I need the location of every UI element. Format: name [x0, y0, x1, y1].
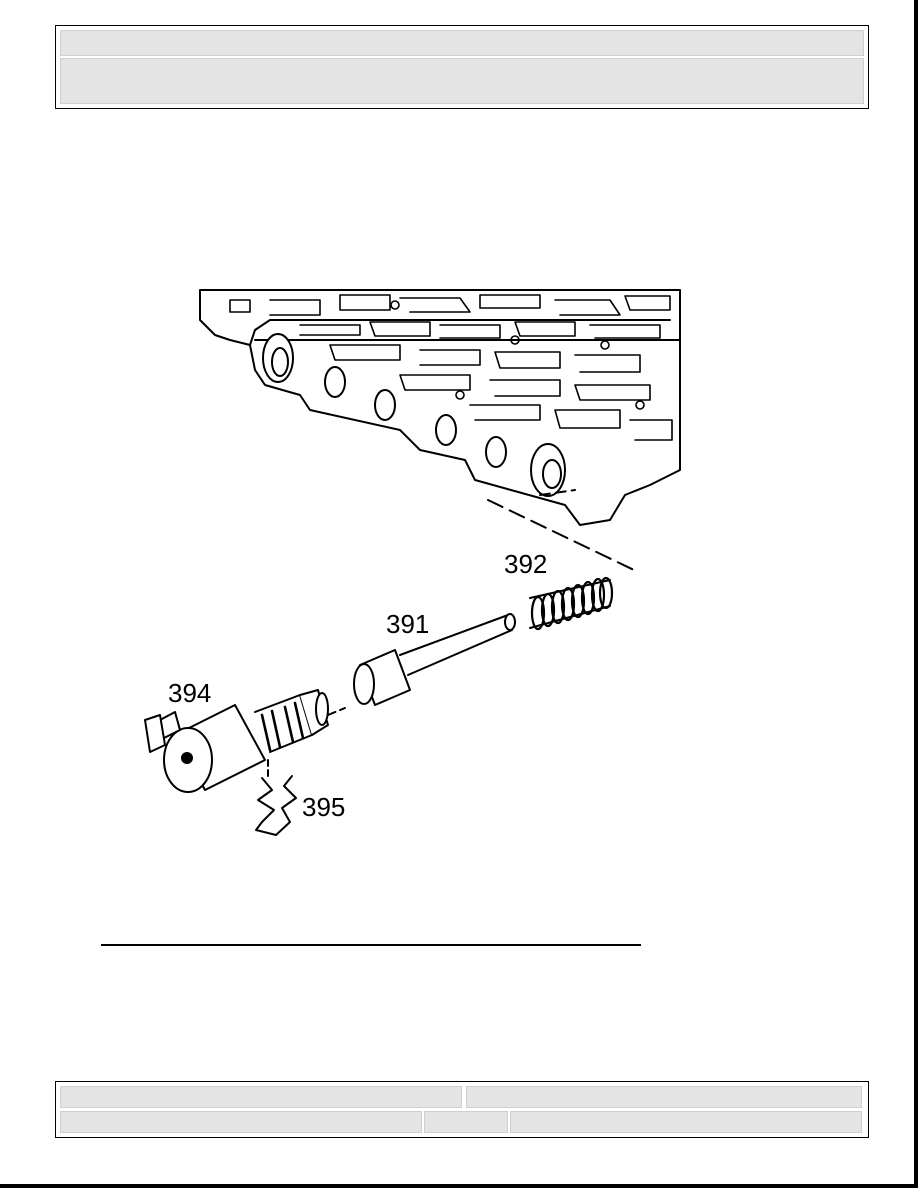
spring-part: [529, 576, 614, 631]
footer-box: [55, 1081, 869, 1138]
horizontal-rule: [101, 944, 641, 946]
valve-part: [353, 613, 516, 706]
callout-395: 395: [302, 792, 345, 822]
assembly-centerline-bore: [539, 489, 576, 496]
footer-cell-left-top: [60, 1086, 462, 1108]
callout-392: 392: [504, 549, 547, 579]
exploded-view-illustration: 392 391 394 395: [120, 270, 700, 850]
solenoid-part: [144, 689, 346, 793]
callout-391: 391: [386, 609, 429, 639]
assembly-centerline: [487, 499, 637, 572]
footer-cell-mid-bottom: [424, 1111, 508, 1133]
header-subtitle-bar: [60, 58, 864, 104]
callout-394: 394: [168, 678, 211, 708]
footer-cell-left-bottom: [60, 1111, 422, 1133]
header-box: [55, 25, 869, 109]
retainer-clip: [255, 759, 297, 836]
header-title-bar: [60, 30, 864, 56]
footer-cell-right-bottom: [510, 1111, 862, 1133]
footer-cell-right-top: [466, 1086, 862, 1108]
valve-body: [199, 289, 681, 526]
